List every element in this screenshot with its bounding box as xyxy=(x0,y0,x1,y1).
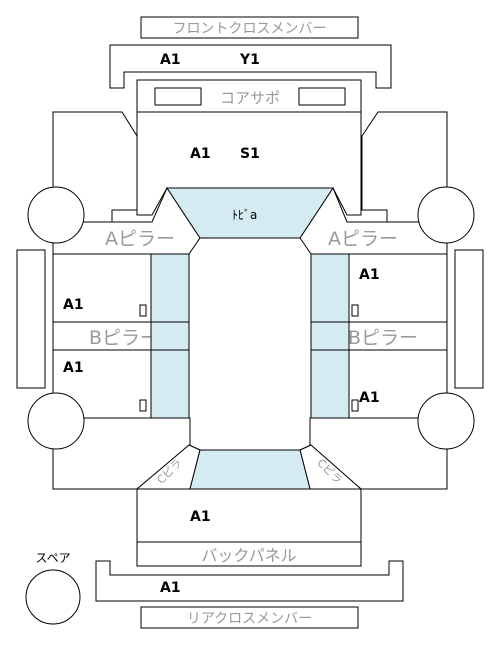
right-rear-door-handle xyxy=(351,399,359,412)
a-pillar-left-label: Aピラー xyxy=(105,228,175,250)
rear-right-wheel xyxy=(417,392,475,450)
back-panel-box xyxy=(136,541,362,567)
headlight-right xyxy=(298,87,346,106)
b-pillar-left-label: Bピラー xyxy=(89,327,159,349)
left-rear-door-code: A1 xyxy=(63,360,84,376)
left-side-sill xyxy=(16,249,46,389)
right-rear-door-code: A1 xyxy=(359,390,380,406)
b-pillar-right-label: Bピラー xyxy=(348,327,418,349)
back-panel-label: バックパネル xyxy=(201,546,296,565)
left-window-strip xyxy=(150,253,190,419)
trunk-area xyxy=(136,488,362,543)
left-front-door-handle xyxy=(139,304,147,317)
cabin-opening xyxy=(188,237,312,451)
front-cross-member-label: フロントクロスメンバー xyxy=(173,21,327,37)
spare-label: スペア xyxy=(35,551,70,565)
front-cross-member-bracket xyxy=(109,44,392,89)
front-cross-member-code-1: A1 xyxy=(160,52,181,68)
front-section-code-2: S1 xyxy=(240,146,260,162)
core-support-label: コアサポ xyxy=(220,89,280,107)
spare-tire xyxy=(25,569,81,625)
left-front-door-code: A1 xyxy=(63,297,84,313)
front-cross-member-box xyxy=(140,16,359,39)
right-front-door-code: A1 xyxy=(359,267,380,283)
front-cross-member-code-2: Y1 xyxy=(239,52,260,68)
rear-cross-member-label: リアクロスメンバー xyxy=(187,611,312,627)
right-side-sill xyxy=(454,249,484,389)
right-window-strip xyxy=(310,253,350,419)
front-left-wheel xyxy=(27,186,85,244)
headlight-left xyxy=(154,87,202,106)
front-section-code-1: A1 xyxy=(190,146,211,162)
front-right-wheel xyxy=(417,186,475,244)
rear-cross-member-bracket xyxy=(95,560,404,602)
rear-window xyxy=(189,449,311,490)
left-rear-door-handle xyxy=(139,399,147,412)
rear-left-wheel xyxy=(27,392,85,450)
rear-cross-member-box xyxy=(140,606,359,629)
a-pillar-right-label: Aピラー xyxy=(328,228,398,250)
trunk-code: A1 xyxy=(190,509,211,525)
rear-cross-member-code: A1 xyxy=(160,580,181,596)
dash-panel-label: ﾄﾋﾞa xyxy=(232,208,257,222)
right-front-door-handle xyxy=(351,304,359,317)
